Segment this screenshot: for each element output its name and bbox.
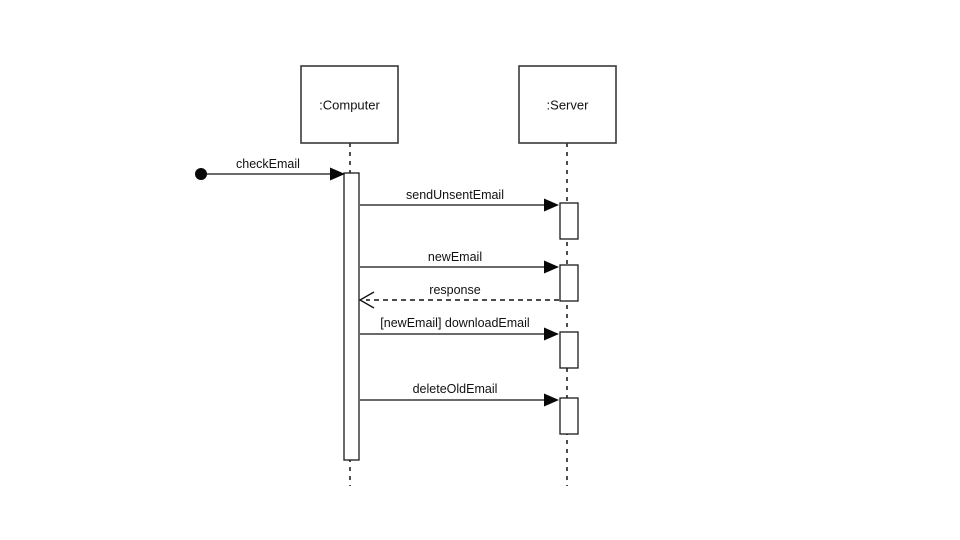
message-arrowhead-check-email bbox=[330, 167, 345, 181]
activation-bar-server-4[interactable] bbox=[559, 397, 579, 435]
message-check-email[interactable]: checkEmail bbox=[195, 157, 345, 181]
message-arrowhead-delete-old-email bbox=[544, 393, 559, 407]
participant-box-computer[interactable] bbox=[300, 65, 399, 144]
message-response[interactable]: response bbox=[358, 283, 559, 309]
message-label-delete-old-email: deleteOldEmail bbox=[413, 382, 498, 396]
message-delete-old-email[interactable]: deleteOldEmail bbox=[360, 382, 559, 407]
activation-bar-server-2[interactable] bbox=[559, 264, 579, 302]
message-label-send-unsent-email: sendUnsentEmail bbox=[406, 188, 504, 202]
message-arrowhead-download-email bbox=[544, 327, 559, 341]
message-download-email[interactable]: [newEmail] downloadEmail bbox=[360, 316, 559, 341]
message-label-new-email: newEmail bbox=[428, 250, 482, 264]
participant-computer[interactable]: :Computer bbox=[300, 65, 399, 486]
message-arrowhead-send-unsent-email bbox=[544, 198, 559, 212]
participant-server[interactable]: :Server bbox=[518, 65, 617, 486]
message-new-email[interactable]: newEmail bbox=[360, 250, 559, 274]
participant-label-computer: :Computer bbox=[319, 97, 380, 112]
message-label-download-email: [newEmail] downloadEmail bbox=[380, 316, 529, 330]
message-label-check-email: checkEmail bbox=[236, 157, 300, 171]
message-arrowhead-response bbox=[358, 291, 375, 309]
activation-bar-server-1[interactable] bbox=[559, 202, 579, 240]
found-message-dot bbox=[195, 168, 207, 180]
message-send-unsent-email[interactable]: sendUnsentEmail bbox=[360, 188, 559, 212]
activation-bar-server-3[interactable] bbox=[559, 331, 579, 369]
message-arrowhead-new-email bbox=[544, 260, 559, 274]
activation-bar-computer[interactable] bbox=[343, 172, 360, 461]
participant-box-server[interactable] bbox=[518, 65, 617, 144]
message-label-response: response bbox=[429, 283, 480, 297]
participant-label-server: :Server bbox=[547, 97, 590, 112]
